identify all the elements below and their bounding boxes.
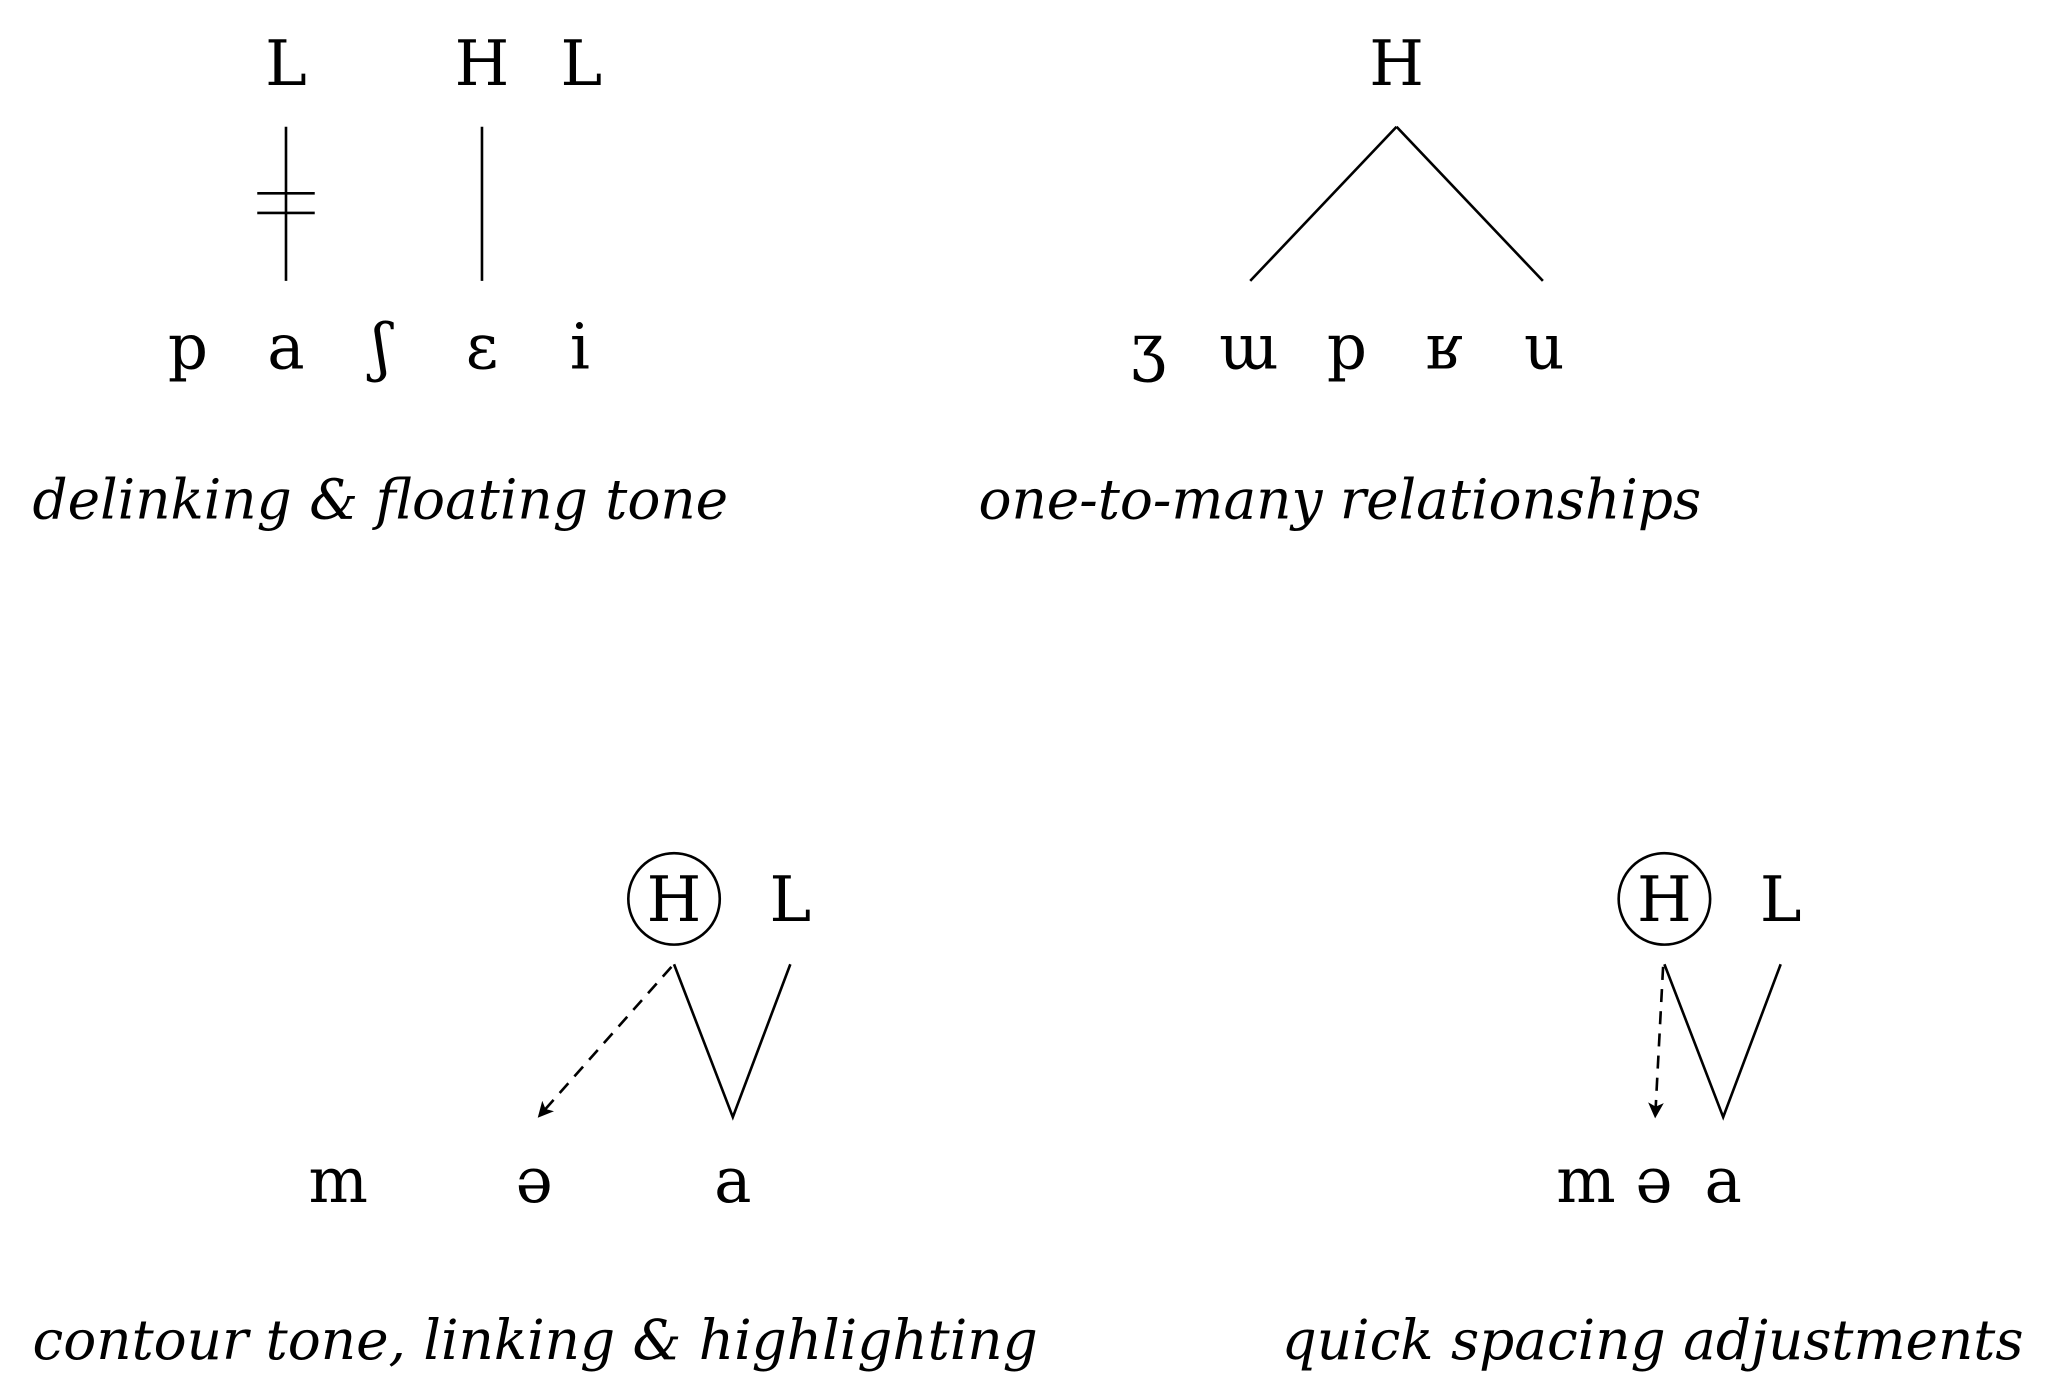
tone-L: L — [1760, 863, 1802, 936]
panel-delinking: L H L p a ʃ ɛ i delinking & floating ton… — [33, 27, 729, 532]
panel-contour-tone: H L m ə a contour tone, linking & highli… — [33, 851, 1038, 1372]
segment: u — [1524, 310, 1564, 383]
segment: i — [570, 310, 590, 383]
segment: ɯ — [1219, 310, 1278, 383]
segment: ʃ — [366, 310, 394, 383]
tone-H: H — [647, 863, 702, 936]
segment: a — [1704, 1144, 1741, 1217]
segment: m — [1556, 1144, 1615, 1217]
tone-L-floating: L — [560, 27, 602, 100]
segment: a — [714, 1144, 751, 1217]
contour-lines — [1663, 963, 1782, 1121]
dashed-arrow — [537, 965, 673, 1118]
caption: delinking & floating tone — [33, 468, 729, 532]
caption: one-to-many relationships — [978, 468, 1701, 532]
highlight-circle — [627, 851, 722, 946]
panel-spacing: H L m ə a quick spacing adjustments — [1282, 851, 2024, 1372]
caption: contour tone, linking & highlighting — [33, 1308, 1038, 1372]
tone-L: L — [265, 27, 307, 100]
highlight-circle — [1617, 851, 1712, 946]
caption: quick spacing adjustments — [1282, 1308, 2024, 1372]
segment: m — [309, 1144, 368, 1217]
segment: ɛ — [466, 310, 499, 383]
association-line — [1249, 125, 1398, 282]
panel-one-to-many: H ʒ ɯ p ʁ u one-to-many relationships — [978, 27, 1701, 532]
tone-L: L — [770, 863, 812, 936]
segment: ə — [1635, 1144, 1672, 1217]
segment: ʒ — [1131, 310, 1166, 383]
segment: ə — [516, 1144, 553, 1217]
tone-H: H — [455, 27, 510, 100]
segment: p — [168, 310, 208, 383]
contour-lines — [672, 963, 792, 1121]
association-line — [1395, 125, 1544, 282]
tone-H: H — [1637, 863, 1692, 936]
segment: ʁ — [1425, 310, 1462, 383]
segment: p — [1327, 310, 1367, 383]
dashed-arrow — [1648, 966, 1665, 1119]
segment: a — [267, 310, 304, 383]
tone-H: H — [1369, 27, 1424, 100]
